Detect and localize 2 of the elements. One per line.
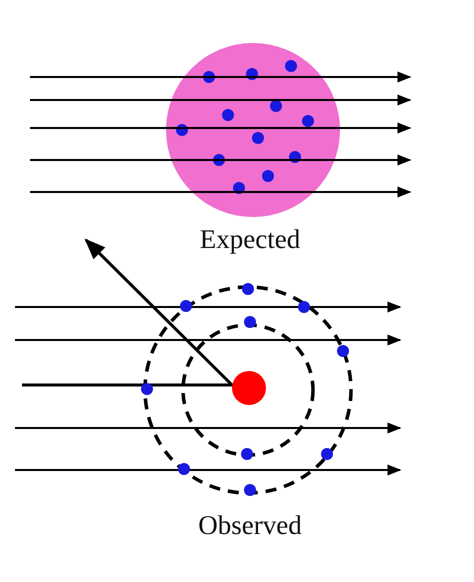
- caption: Observed: [198, 510, 302, 541]
- caption: Expected: [200, 224, 300, 255]
